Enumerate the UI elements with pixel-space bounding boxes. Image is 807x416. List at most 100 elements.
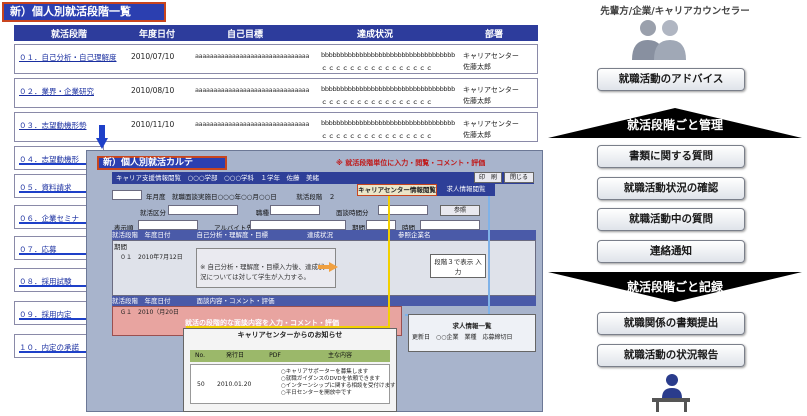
step-goal: aaaaaaaaaaaaaaaaaaaaaaaaaaaaaaa xyxy=(195,86,310,94)
tab-career-center[interactable]: キャリアセンター情報閲覧 xyxy=(357,184,437,196)
down-arrow-icon xyxy=(96,125,108,149)
job-list-row[interactable]: 更新日 ○○企業 業種 応募締切日 xyxy=(412,334,513,341)
kikan-field[interactable] xyxy=(366,220,396,230)
ninzu-field[interactable] xyxy=(378,205,428,215)
step-date: 2010/08/10 xyxy=(131,86,175,95)
step-status: bbbbbbbbbbbbbbbbbbbbbbbbbbbbbbbbbbb xyxy=(321,85,455,93)
print-button[interactable]: 印 刷 xyxy=(474,172,502,183)
karte-title: 新）個人別就活カルテ xyxy=(97,156,227,170)
arbeit-label: アルバイト先 xyxy=(214,224,253,232)
comment-instruction: 就活の段階的な面談内容を入力・コメント・評価 xyxy=(185,319,339,327)
reference-button[interactable]: 参照 xyxy=(440,205,480,216)
down-band-arrow-icon xyxy=(548,272,802,302)
kikan-label: 期間 xyxy=(352,224,365,232)
notice-content: ○キャリアサポーターを募集します ○就職ガイダンスのDVDを依頼できます ○イン… xyxy=(281,369,396,397)
close-button[interactable]: 閉じる xyxy=(504,172,534,183)
band-record: 就活段階ごと記録 xyxy=(548,272,802,302)
connector-line xyxy=(388,196,390,328)
band-record-label: 就活段階ごと記録 xyxy=(626,280,723,294)
notice-table-header: No. 発行日 PDF 主な内容 xyxy=(190,350,390,362)
list-title: 新）個人別就活段階一覧 xyxy=(2,2,166,22)
step-label[interactable]: ０１．自己分析・自己理解度 xyxy=(19,53,117,62)
tab-job-info[interactable]: 求人情報閲覧 xyxy=(437,184,495,196)
advisors-icon xyxy=(632,20,686,60)
goal-period-label: 期間 xyxy=(114,243,127,251)
band-manage: 就活段階ごと管理 xyxy=(548,108,802,138)
step-person: 佐藤太郎 xyxy=(463,97,491,105)
connector-line xyxy=(488,196,490,316)
step-row-03[interactable]: ０３．志望動機形勢 2010/11/10 aaaaaaaaaaaaaaaaaaa… xyxy=(14,112,538,142)
stakeholders-label: 先輩方/企業/キャリアカウンセラー xyxy=(600,6,750,17)
step-date: 2010/07/10 xyxy=(131,52,175,61)
advice-box: 就職活動のアドバイス xyxy=(597,68,745,91)
step-dept: キャリアセンター xyxy=(463,86,519,94)
step-status-2: ｃｃｃｃｃｃｃｃｃｃｃｃｃｃｃｃ xyxy=(321,98,433,106)
band-manage-label: 就活段階ごと管理 xyxy=(626,118,723,132)
header-date: 年度日付 xyxy=(138,29,175,40)
notice-col-pdf: PDF xyxy=(269,352,281,359)
step-row-02[interactable]: ０２．業界・企業研究 2010/08/10 aaaaaaaaaaaaaaaaaa… xyxy=(14,78,538,108)
step-dept: キャリアセンター xyxy=(463,52,519,60)
goal-section-header: 就活段階 年度日付 自己分析・理解度・目標 達成状況 参照企業名 xyxy=(112,230,536,240)
hyoji-label: 表示順 xyxy=(114,224,134,232)
student-at-desk-icon xyxy=(652,374,690,412)
status-check-box: 就職活動状況の確認 xyxy=(597,177,745,200)
kbn-select[interactable] xyxy=(168,205,238,215)
notice-line: ○平日センターを開放中です xyxy=(281,390,352,396)
shokushu-select[interactable] xyxy=(270,205,320,215)
comment-section-header: 就活段階 年度日付 面談内容・コメント・評価 xyxy=(112,296,536,306)
step-label[interactable]: ０９．採用内定 xyxy=(19,310,72,319)
stage-display-box[interactable]: 段階３で表示 入力 xyxy=(430,254,486,278)
step-goal: aaaaaaaaaaaaaaaaaaaaaaaaaaaaaaa xyxy=(195,52,310,60)
step-date: 2010/11/10 xyxy=(131,120,175,129)
arbeit-field[interactable] xyxy=(250,220,346,230)
step-label[interactable]: ０８．採用試験 xyxy=(19,277,72,286)
goal-instruction: ※ 自己分析・理解度・目標入力後、達成状況については対して学生が入力する。 xyxy=(200,263,325,281)
step-label[interactable]: ０２．業界・企業研究 xyxy=(19,87,94,96)
notification-box: 連絡通知 xyxy=(597,240,745,263)
ninzu-label: 面談時間分 xyxy=(336,209,369,217)
goal-input[interactable] xyxy=(196,248,336,288)
year-field[interactable] xyxy=(112,190,142,200)
step-status-2: ｃｃｃｃｃｃｃｃｃｃｃｃｃｃｃｃ xyxy=(321,132,433,140)
karte-note: ※ 就活段階単位に入力・閲覧・コメント・評価 xyxy=(336,159,486,167)
step-person: 佐藤太郎 xyxy=(463,63,491,71)
notice-line: ○インターンシップに関する相談を受付けます xyxy=(281,383,396,389)
step-label[interactable]: ０５．資料請求 xyxy=(19,183,72,192)
time-label: 時間 xyxy=(402,224,415,232)
header-step: 就活段階 xyxy=(50,29,87,40)
document-question-box: 書類に関する質問 xyxy=(597,145,745,168)
header-goal: 自己目標 xyxy=(226,29,263,40)
status-report-box: 就職活動の状況報告 xyxy=(597,344,745,367)
job-list-title: 求人情報一覧 xyxy=(452,322,492,330)
time-field[interactable] xyxy=(420,220,480,230)
step-label[interactable]: ０６．企業セミナ xyxy=(19,214,79,223)
up-band-arrow-icon xyxy=(548,108,802,138)
notice-no: 50 xyxy=(197,381,205,388)
shokushu-label: 職種 xyxy=(256,209,269,217)
header-status: 達成状況 xyxy=(356,29,393,40)
step-status: bbbbbbbbbbbbbbbbbbbbbbbbbbbbbbbbbbb xyxy=(321,119,455,127)
list-header: 就活段階 年度日付 自己目標 達成状況 部署 xyxy=(14,25,538,41)
step-label[interactable]: ０７．応募 xyxy=(19,245,57,254)
header-dept: 部署 xyxy=(484,29,503,40)
notice-date: 2010.01.20 xyxy=(217,381,252,388)
interview-row-label: 年月度 就職面談実施日○○○年○○月○○日 就活段階 ２ xyxy=(146,193,336,201)
hyoji-field[interactable] xyxy=(138,220,198,230)
step-label[interactable]: ０４．志望動機形 xyxy=(19,155,79,164)
comment-section-header-text: 就活段階 年度日付 面談内容・コメント・評価 xyxy=(112,297,275,305)
arrow-right-icon xyxy=(318,262,338,272)
step-status: bbbbbbbbbbbbbbbbbbbbbbbbbbbbbbbbbbb xyxy=(321,51,455,59)
step-goal: aaaaaaaaaaaaaaaaaaaaaaaaaaaaaaa xyxy=(195,120,310,128)
step-label[interactable]: ０３．志望動機形勢 xyxy=(19,121,87,130)
step-label[interactable]: １０．内定の承諾 xyxy=(19,343,79,352)
connector-line xyxy=(186,326,390,328)
step-row-01[interactable]: ０１．自己分析・自己理解度 2010/07/10 aaaaaaaaaaaaaaa… xyxy=(14,44,538,74)
activity-question-box: 就職活動中の質問 xyxy=(597,208,745,231)
karte-student-info: キャリア支援情報閲覧 ○○○学部 ○○○学科 １学年 佐藤 美緒 xyxy=(112,172,534,184)
step-person: 佐藤太郎 xyxy=(463,131,491,139)
step-dept: キャリアセンター xyxy=(463,120,519,128)
notice-line: ○就職ガイダンスのDVDを依頼できます xyxy=(281,376,381,382)
comment-entry-date: Ｇ１ 2010（月20日 xyxy=(120,309,179,316)
notice-row[interactable]: 50 2010.01.20 ○キャリアサポーターを募集します ○就職ガイダンスの… xyxy=(190,364,396,404)
